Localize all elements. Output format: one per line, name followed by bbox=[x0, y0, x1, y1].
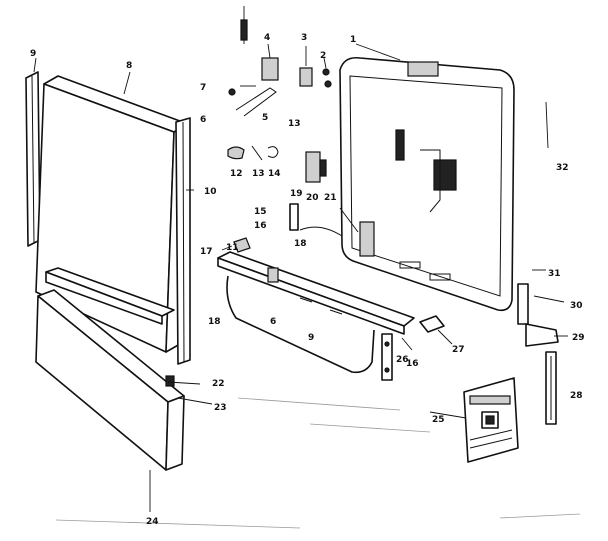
callout-5: 5 bbox=[262, 113, 268, 123]
right-trim-channel bbox=[175, 117, 191, 365]
hinge-assembly bbox=[261, 57, 332, 88]
callout-11: 11 bbox=[226, 243, 239, 253]
callout-28: 28 bbox=[570, 391, 583, 401]
callout-22: 22 bbox=[212, 379, 225, 389]
small-block-27 bbox=[419, 315, 445, 333]
callout-31: 31 bbox=[548, 269, 561, 279]
callout-23: 23 bbox=[214, 403, 227, 413]
leader-lines bbox=[33, 43, 568, 512]
long-lower-bar bbox=[217, 251, 415, 335]
callout-27: 27 bbox=[452, 345, 465, 355]
left-trim-strip bbox=[25, 71, 41, 247]
small-block-11 bbox=[233, 237, 251, 253]
callout-17: 17 bbox=[200, 247, 213, 257]
callout-32: 32 bbox=[556, 163, 569, 173]
callout-13b: 13 bbox=[288, 119, 301, 129]
spring-arm bbox=[228, 6, 277, 117]
callout-1: 1 bbox=[350, 35, 356, 45]
callout-6: 6 bbox=[200, 115, 206, 125]
small-clip-22 bbox=[165, 375, 175, 387]
latch-mechanism bbox=[289, 151, 343, 237]
callout-2: 2 bbox=[320, 51, 326, 61]
kick-plate-panel bbox=[35, 289, 185, 471]
callout-9b: 9 bbox=[308, 333, 314, 343]
right-side-bracket bbox=[517, 283, 559, 425]
callout-6b: 6 bbox=[270, 317, 276, 327]
fastener-group bbox=[227, 145, 279, 161]
callout-20: 20 bbox=[306, 193, 319, 203]
callout-19: 19 bbox=[290, 189, 303, 199]
scan-artifacts bbox=[55, 397, 581, 529]
callout-26: 26 bbox=[396, 355, 409, 365]
callout-4: 4 bbox=[264, 33, 270, 43]
vertical-bracket-16 bbox=[381, 333, 393, 381]
callout-labels: 1 2 3 4 5 6 7 8 9 10 11 12 13 13 14 15 1… bbox=[30, 33, 585, 527]
callout-18: 18 bbox=[208, 317, 221, 327]
callout-16a: 16 bbox=[254, 221, 267, 231]
callout-8: 8 bbox=[126, 61, 132, 71]
callout-29: 29 bbox=[572, 333, 585, 343]
lower-horizontal-bracket bbox=[45, 267, 175, 325]
callout-10: 10 bbox=[204, 187, 217, 197]
callout-18b: 18 bbox=[294, 239, 307, 249]
callout-3: 3 bbox=[301, 33, 307, 43]
callout-25: 25 bbox=[432, 415, 445, 425]
callout-16b: 16 bbox=[406, 359, 419, 369]
control-panel-box bbox=[463, 377, 519, 463]
callout-14: 14 bbox=[268, 169, 281, 179]
callout-24: 24 bbox=[146, 517, 159, 527]
lower-curved-trim bbox=[226, 275, 375, 374]
inner-door-liner bbox=[339, 56, 515, 312]
callout-12: 12 bbox=[230, 169, 243, 179]
callout-15: 15 bbox=[254, 207, 267, 217]
callout-30: 30 bbox=[570, 301, 583, 311]
callout-13a: 13 bbox=[252, 169, 265, 179]
callout-21: 21 bbox=[324, 193, 337, 203]
callout-7: 7 bbox=[200, 83, 206, 93]
callout-9: 9 bbox=[30, 49, 36, 59]
